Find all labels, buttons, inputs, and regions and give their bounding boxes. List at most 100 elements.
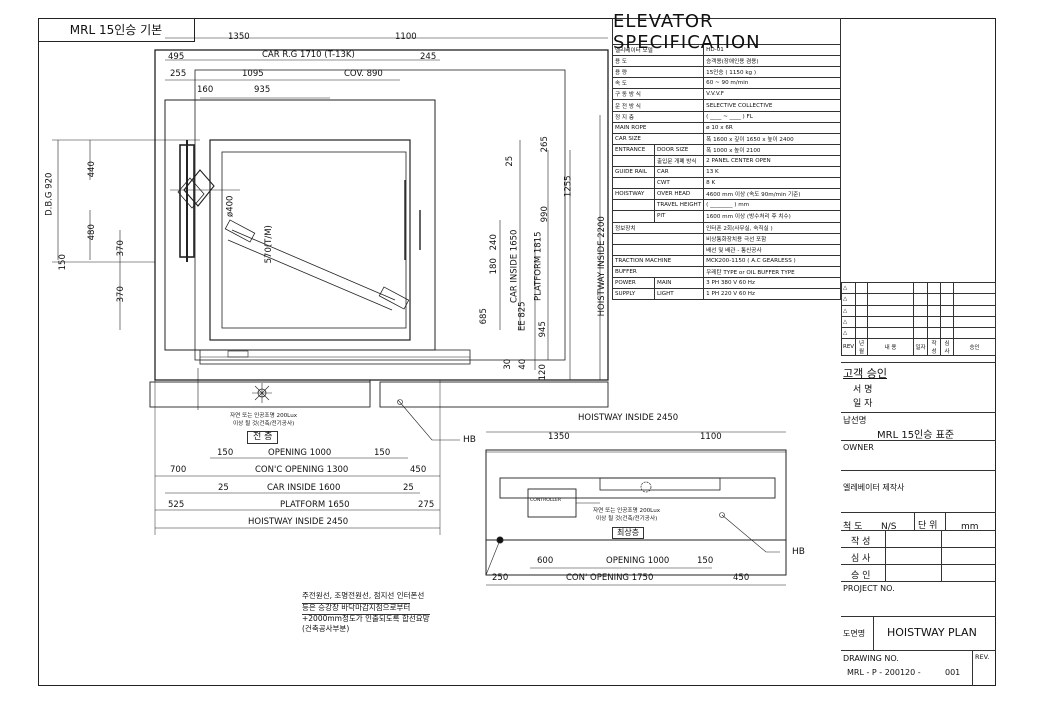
spec-value: 승객용(장애인용 겸용) [703, 55, 841, 68]
dim-945: 945 [537, 321, 548, 338]
spec-label: TRACTION MACHINE [611, 254, 705, 267]
dim-hoistway-v: HOISTWAY INSIDE 2200 [596, 216, 607, 317]
all-floors-label: 전 층 [247, 431, 279, 444]
dim-935: 935 [254, 85, 271, 95]
note-line-2: 등은 승강장 바닥마감지점으로부터 [302, 603, 411, 612]
dim-245: 245 [420, 52, 437, 62]
dim-car-inside-h: CAR INSIDE 1600 [267, 483, 341, 493]
spec-row: 비상통화장치용 극선 포함 [611, 232, 841, 245]
dim-dbg: D.B.G 920 [44, 172, 55, 216]
dim-450: 450 [410, 465, 427, 475]
review-label: 심 사 [851, 554, 871, 564]
spec-title: ELEVATOR SPECIFICATION [612, 11, 841, 53]
spec-label: 속 도 [611, 77, 705, 90]
rev-cell [953, 281, 996, 295]
rev-label: REV. [975, 653, 990, 661]
spec-group [612, 154, 655, 168]
dim-370a: 370 [115, 240, 126, 257]
rev-header-cell: 작성 [927, 338, 942, 357]
note-line-4: (건축공사부분) [302, 624, 350, 633]
dim-top-1100: 1100 [395, 32, 417, 42]
delivery-label: 납선명 [843, 416, 867, 426]
dim-440: 440 [86, 161, 97, 178]
dim-car-rg: CAR R.G 1710 (T-13K) [262, 50, 355, 60]
spec-value: 비상통화장치용 극선 포함 [703, 232, 841, 245]
dim-150l: 150 [217, 448, 234, 458]
rev-cell [940, 281, 955, 295]
rev-cell [927, 327, 942, 340]
top-plan-1100: 1100 [700, 432, 722, 442]
rev-cell [867, 327, 915, 340]
spec-label: 용 도 [611, 55, 705, 68]
dim-1255: 1255 [563, 175, 574, 198]
top-plan-hoistway: HOISTWAY INSIDE 2450 [578, 413, 679, 423]
spec-group: GUIDE RAIL [612, 166, 655, 179]
dim-40: 40 [518, 358, 529, 370]
drawing-no-label: DRAWING NO. [843, 654, 899, 663]
dim-platform-v: PLATFORM 1815 [533, 231, 544, 302]
spec-sublabel: OVER HEAD [653, 188, 705, 201]
approve-label: 승 인 [851, 571, 871, 581]
spec-value: SELECTIVE COLLECTIVE [703, 99, 841, 112]
spec-sublabel: PIT [653, 210, 705, 223]
spec-sublabel: MAIN [653, 276, 705, 290]
dim-120: 120 [537, 364, 548, 381]
rev-cell [867, 293, 915, 306]
drawing-name: HOISTWAY PLAN [887, 626, 977, 639]
spec-value: ( ________ ) mm [703, 199, 841, 212]
dim-con-opening: CON'C OPENING 1300 [255, 465, 349, 475]
rev-cell [940, 327, 955, 340]
dim-990: 990 [539, 206, 550, 223]
rev-mark: △ [840, 293, 857, 306]
dim-255: 255 [170, 69, 187, 79]
top-plan-1350: 1350 [548, 432, 570, 442]
rev-cell [953, 327, 996, 340]
spec-label: MAIN ROPE [611, 121, 705, 134]
spec-row: 배선 및 배관 - 통신공사 [611, 243, 841, 256]
spec-sublabel: CAR [653, 166, 705, 179]
dim-685: 685 [478, 308, 489, 325]
spec-group: HOISTWAY [612, 188, 655, 201]
spec-value: 폭 1600 x 깊이 1650 x 높이 2400 [703, 132, 841, 145]
rev-header-cell: 년월 [855, 338, 869, 357]
spec-group: SUPPLY [612, 288, 655, 301]
delivery-value: MRL 15인승 표준 [877, 430, 955, 441]
top-dim-opening: OPENING 1000 [606, 556, 670, 566]
spec-sublabel: CWT [653, 177, 705, 190]
rev-cell [855, 281, 869, 295]
dim-cov: COV. 890 [344, 69, 383, 79]
rev-header-cell: 내 용 [867, 338, 915, 357]
spec-label: 용 량 [611, 66, 705, 79]
rev-cell [913, 293, 929, 306]
hoistway-outline [154, 49, 609, 381]
dim-265: 265 [539, 136, 550, 153]
rev-mark: △ [840, 315, 857, 329]
spec-label: CAR SIZE [611, 132, 705, 145]
made-label: 작 성 [851, 537, 871, 547]
rev-row: △ [840, 293, 996, 306]
rev-cell [913, 315, 929, 329]
dim-phi400: ø400 [225, 195, 236, 217]
spec-group: ENTRANCE [612, 143, 655, 156]
note-line-1: 주전원선, 조명전원선, 점지선 인터폰선 [302, 591, 425, 600]
scale-label: 척 도 [843, 522, 863, 532]
hb-label-top: HB [792, 547, 805, 557]
rev-cell [927, 293, 942, 306]
maker-label: 엘레베이터 제작사 [843, 483, 905, 492]
rev-header-cell: 승인 [953, 338, 996, 357]
rev-cell [953, 293, 996, 306]
rev-cell [913, 281, 929, 295]
rev-row: △ [840, 304, 996, 317]
rev-header-cell: 일자 [913, 338, 929, 357]
